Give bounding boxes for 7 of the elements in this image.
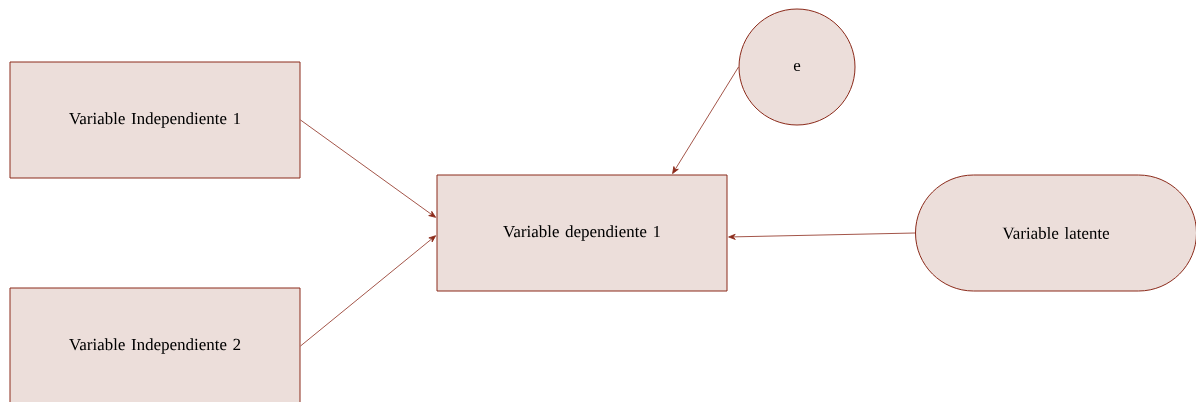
- variable-box: Variable dependiente 1: [436, 174, 728, 292]
- arrow: [728, 232, 916, 240]
- arrow: [300, 235, 437, 347]
- variable-box: Variable Independiente 1: [9, 61, 301, 179]
- variable-box: Variable Independiente 2: [9, 287, 301, 402]
- arrow: [672, 66, 739, 174]
- arrow: [300, 119, 436, 218]
